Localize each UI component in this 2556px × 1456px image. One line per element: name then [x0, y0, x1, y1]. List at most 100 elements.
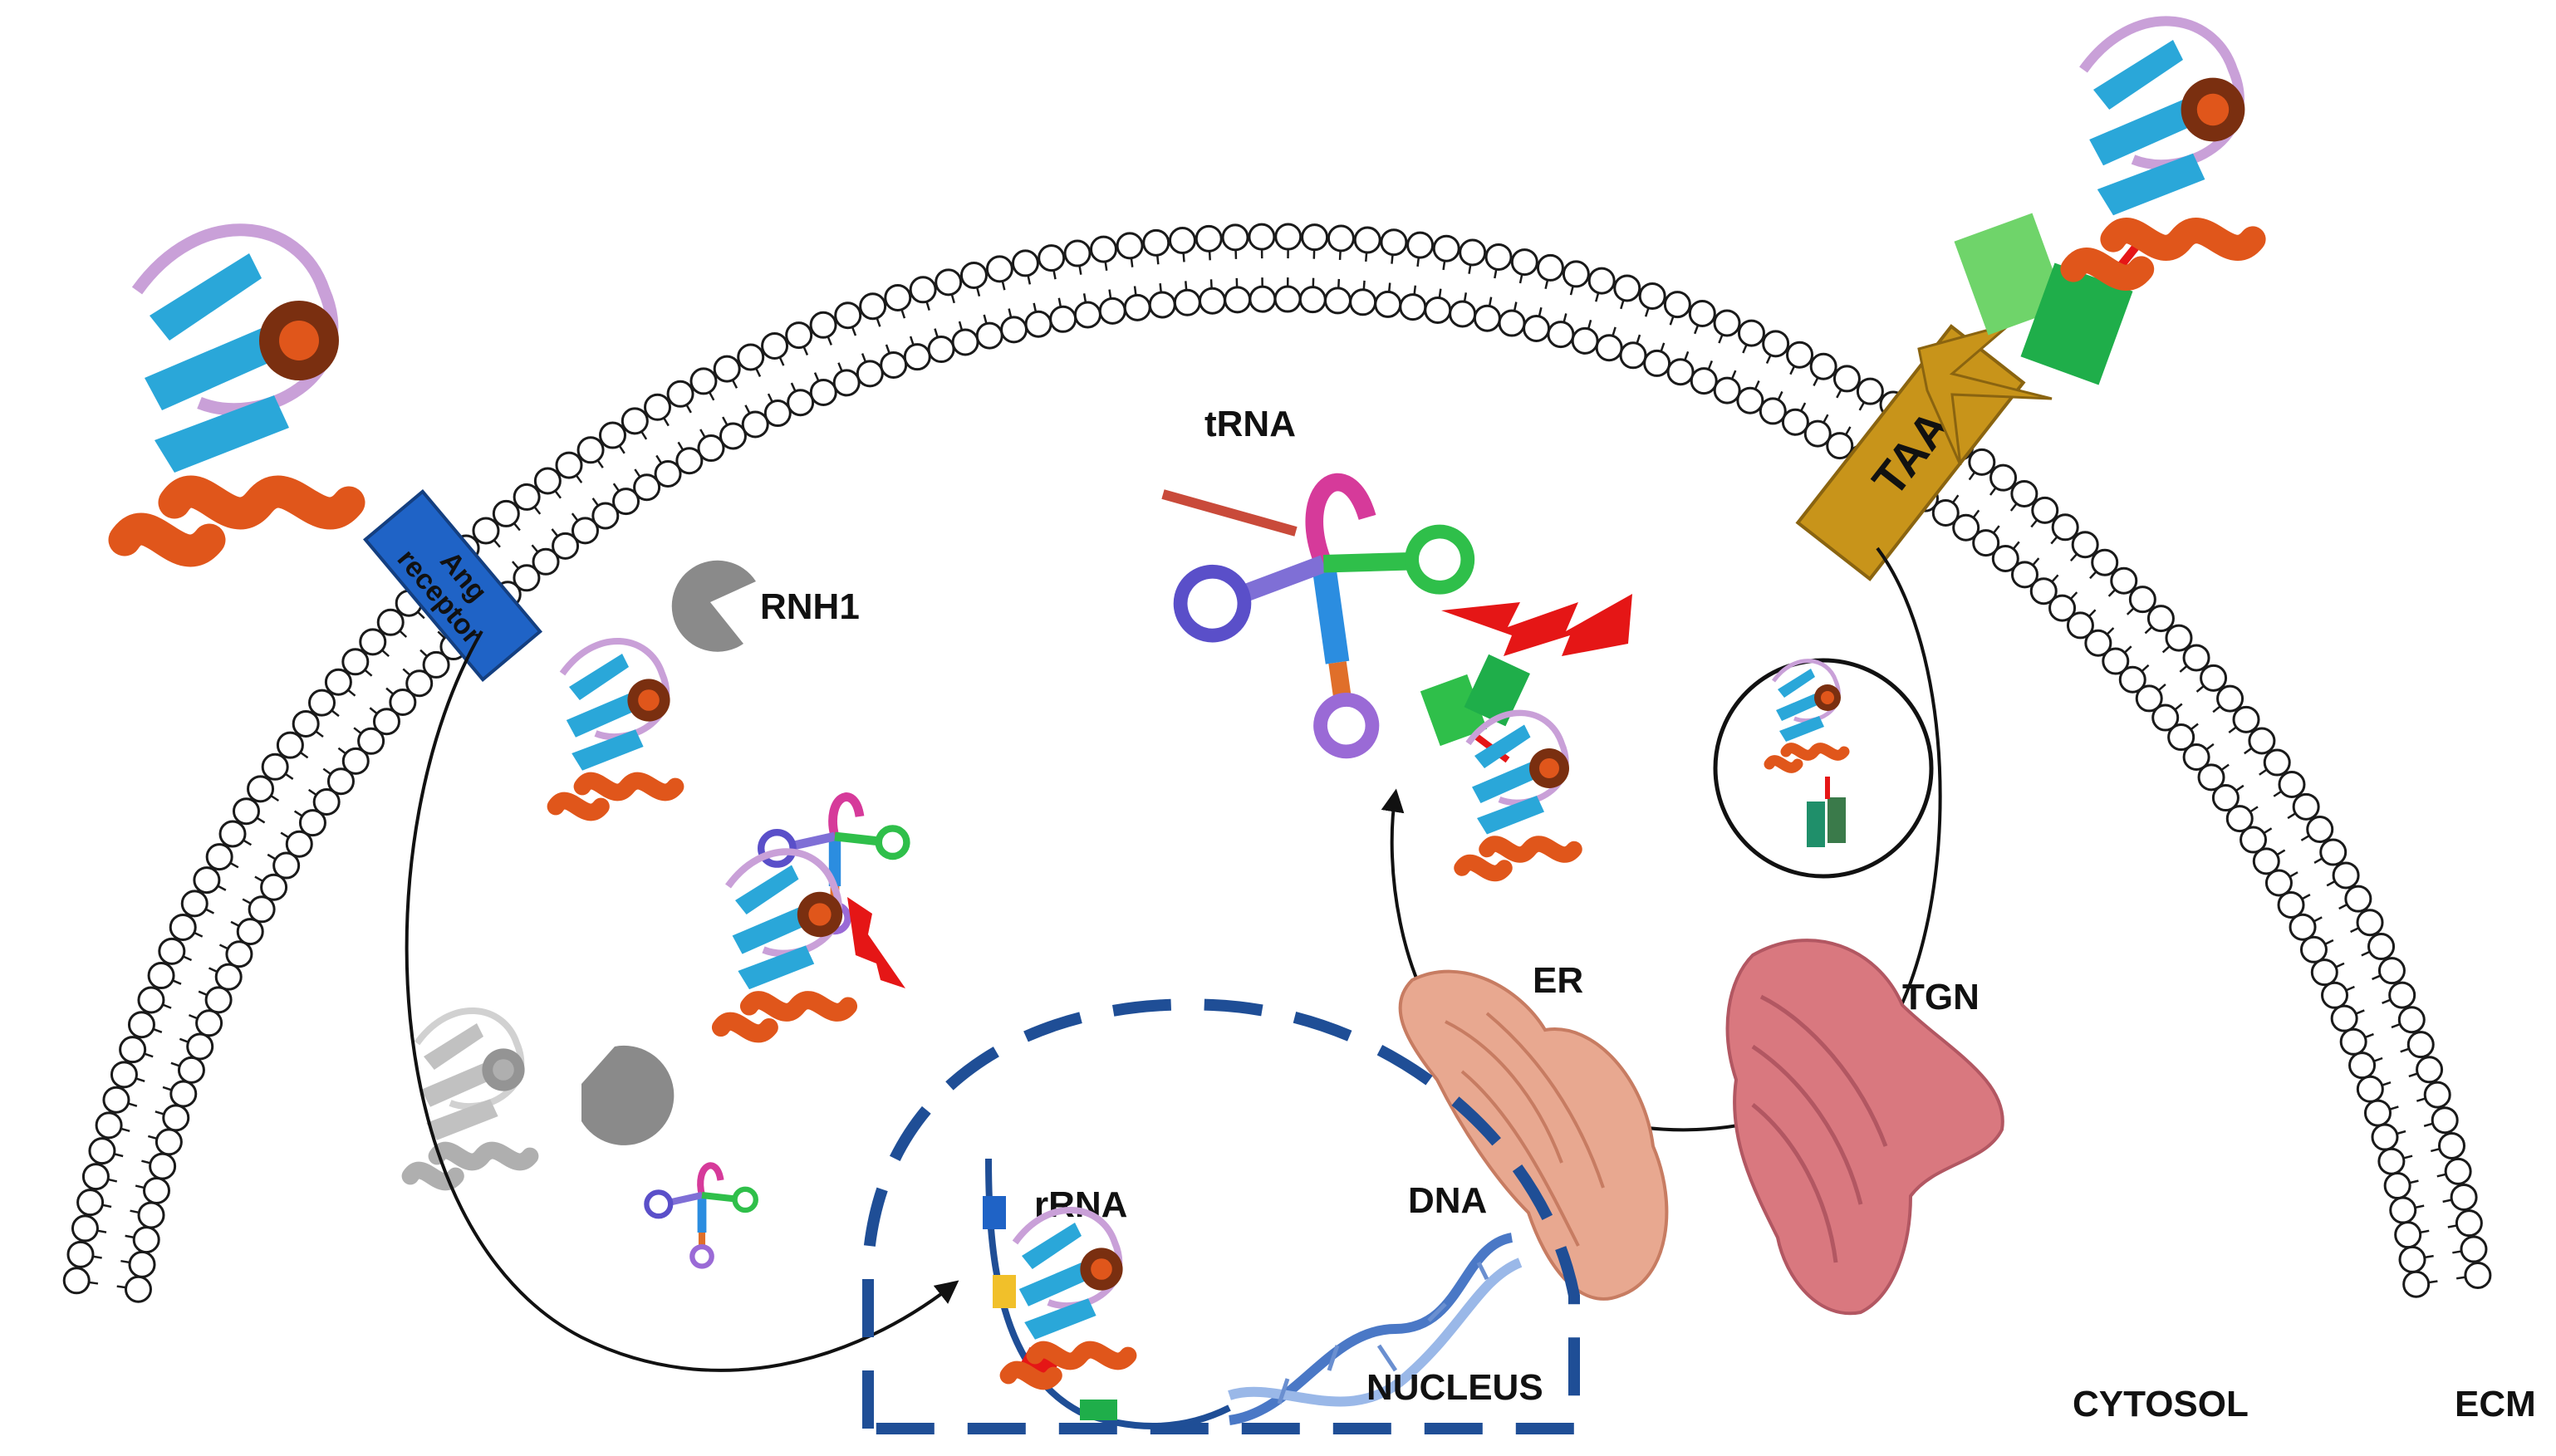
lipid-head — [110, 1061, 138, 1089]
lipid-head — [787, 389, 815, 417]
lipid-head — [2051, 513, 2079, 542]
lipid-head — [2348, 1052, 2377, 1080]
lipid-head — [1523, 314, 1551, 342]
lipid-head — [713, 355, 741, 383]
lipid-head — [95, 1111, 123, 1140]
lipid-head — [372, 708, 400, 736]
lipid-head — [1498, 309, 1526, 337]
lipid-head — [1484, 243, 1513, 271]
lipid-head — [1931, 498, 1960, 527]
lipid-head — [951, 328, 979, 356]
lipid-head — [169, 1080, 198, 1108]
lipid-head — [1663, 291, 1691, 319]
lipid-head — [2344, 885, 2372, 913]
lipid-head — [2416, 1056, 2444, 1084]
lipid-head — [137, 1201, 165, 1229]
lipid-head — [169, 913, 197, 941]
lipid-head — [158, 937, 186, 965]
lipid-head — [326, 767, 355, 796]
lipid-head — [1249, 285, 1277, 313]
lipid-head — [214, 963, 243, 991]
taa-binding-star-icon — [1917, 322, 2053, 466]
lipid-head — [1116, 232, 1144, 260]
rnh1-inhibitor-icon — [671, 560, 756, 652]
lipid-head — [1090, 235, 1118, 263]
lipid-head — [142, 1176, 170, 1204]
lipid-head — [513, 564, 541, 592]
lipid-head — [1759, 397, 1787, 425]
angiogenin-extracellular-right — [2073, 21, 2253, 277]
lipid-head — [2299, 935, 2328, 963]
dna-double-helix — [1228, 1233, 1523, 1425]
lipid-head — [205, 843, 233, 871]
lipid-head — [2071, 531, 2099, 559]
lipid-head — [2182, 743, 2210, 771]
lipid-head — [1832, 365, 1861, 393]
lipid-head — [2402, 1270, 2431, 1298]
lipid-head — [1803, 419, 1832, 448]
lipid-head — [2197, 763, 2225, 792]
lipid-head — [832, 369, 861, 397]
lipid-head — [1587, 267, 1616, 295]
lipid-head — [935, 268, 963, 297]
lipid-head — [218, 820, 247, 848]
lipid-head — [2330, 1004, 2358, 1032]
lipid-head — [1274, 223, 1303, 251]
lipid-head — [2031, 496, 2059, 524]
lipid-head — [2394, 1221, 2422, 1249]
lipid-head — [532, 547, 560, 576]
lipid-head — [2383, 1172, 2411, 1200]
lipid-head — [2263, 748, 2291, 777]
lipid-head — [741, 410, 769, 439]
cleavage-bolt-icon-trna — [1441, 594, 1632, 656]
lipid-head — [2321, 981, 2349, 1009]
lipid-head — [292, 709, 320, 738]
lipid-head — [1432, 234, 1460, 262]
lipid-head — [1000, 316, 1028, 344]
lipid-head — [591, 502, 620, 530]
lipid-head — [298, 809, 326, 837]
lipid-head — [1353, 226, 1381, 254]
lipid-head — [2278, 770, 2306, 798]
lipid-head — [1380, 228, 1408, 257]
lipid-head — [884, 283, 912, 311]
lipid-head — [2211, 784, 2240, 812]
lipid-head — [909, 276, 937, 304]
lipid-head — [763, 400, 792, 428]
lipid-head — [2248, 727, 2276, 755]
lipid-head — [689, 367, 718, 395]
lipid-head — [761, 331, 789, 360]
lipid-head — [193, 866, 221, 895]
trna-label: tRNA — [1204, 404, 1296, 444]
lipid-head — [1643, 349, 1671, 377]
lipid-head — [737, 343, 765, 371]
lipid-head — [102, 1086, 130, 1114]
lipid-head — [903, 343, 931, 371]
lipid-head — [2066, 611, 2094, 640]
angiogenin-cytosolic-free — [556, 641, 675, 812]
lipid-head — [2377, 1147, 2406, 1175]
rrna-strand — [985, 1158, 1231, 1429]
lipid-head — [312, 788, 341, 816]
lipid-head — [285, 830, 313, 858]
lipid-head — [697, 434, 725, 463]
lipid-head — [2110, 566, 2138, 595]
rrna-label: rRNA — [1034, 1184, 1127, 1225]
lipid-head — [2371, 1123, 2399, 1151]
lipid-head — [124, 1275, 152, 1303]
lipid-head — [1221, 223, 1249, 252]
lipid-head — [127, 1011, 155, 1039]
lipid-head — [276, 731, 304, 759]
lipid-head — [2182, 644, 2210, 672]
angiogenin-in-nucleus — [1008, 1210, 1128, 1381]
angiogenin-bound-to-trna — [721, 852, 848, 1034]
lipid-head — [1011, 249, 1039, 277]
linker-block-extracellular-2 — [2020, 262, 2133, 385]
angiogenin-inactive-gray — [410, 1011, 530, 1182]
lipid-head — [856, 360, 884, 388]
lipid-head — [1374, 290, 1402, 318]
lipid-head — [1063, 239, 1092, 267]
lipid-head — [225, 940, 253, 968]
lipid-head — [2388, 981, 2416, 1009]
lipid-head — [1713, 376, 1741, 404]
